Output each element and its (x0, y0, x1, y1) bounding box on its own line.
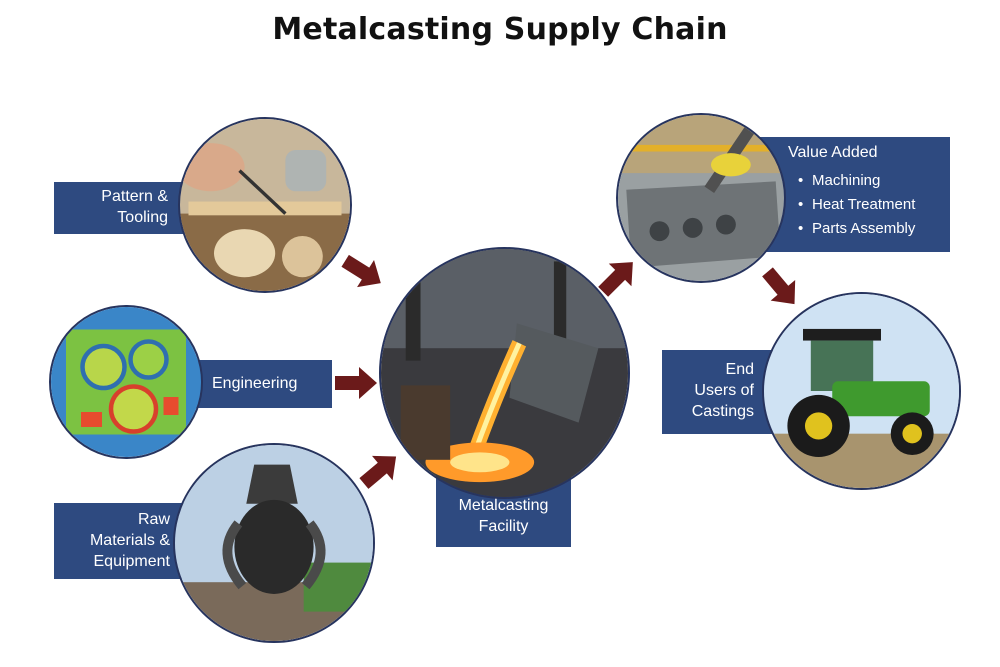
arrow-value-added-to-end-users (762, 267, 796, 305)
arrow-facility-to-value-added (598, 262, 633, 297)
furnace-icon (381, 249, 628, 497)
value-added-heading: Value Added (788, 144, 878, 161)
gear-icon (51, 307, 201, 457)
diagram-title: Metalcasting Supply Chain (272, 12, 728, 47)
list-item: •Parts Assembly (798, 220, 916, 237)
value-added-photo (616, 113, 786, 283)
arrow-engineering-to-facility (335, 367, 377, 399)
pattern-tooling-photo (178, 117, 352, 293)
tractor-icon (764, 294, 959, 488)
engineering-photo (49, 305, 203, 459)
raw-materials-photo (173, 443, 375, 643)
arrow-raw-to-facility (359, 455, 397, 489)
end-users-photo (762, 292, 961, 490)
arrow-pattern-to-facility (341, 254, 381, 288)
wrench-icon (180, 119, 350, 291)
drill-icon (618, 115, 784, 281)
crane-icon (175, 445, 373, 641)
metalcasting-facility-photo (379, 247, 630, 499)
list-item: •Heat Treatment (798, 196, 916, 213)
label-pattern-tooling: Pattern & Tooling (54, 182, 202, 234)
list-item: •Machining (798, 172, 881, 189)
value-added-list: •Machining •Heat Treatment •Parts Assemb… (788, 169, 950, 241)
